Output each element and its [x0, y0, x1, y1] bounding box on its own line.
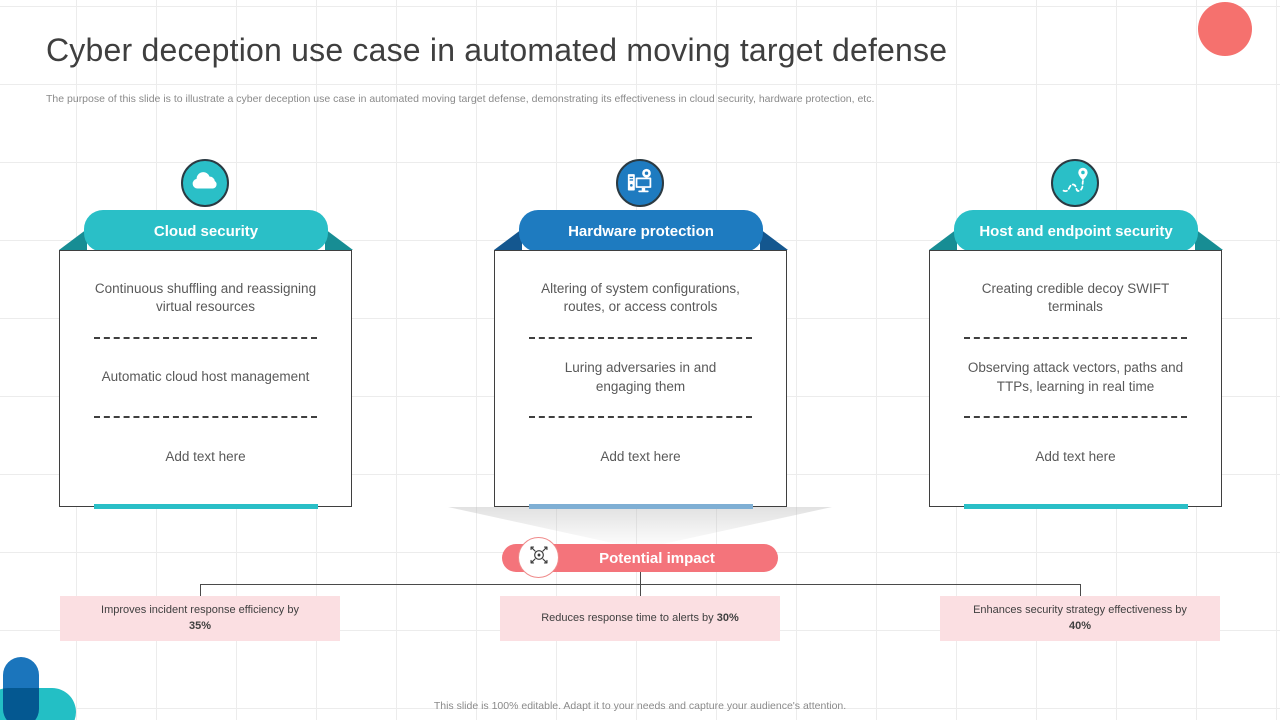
connector-line-left — [200, 584, 201, 596]
dashed-divider — [93, 416, 318, 419]
dashed-divider — [963, 336, 1188, 339]
connector-line-right — [1080, 584, 1081, 596]
decorative-coral-circle — [1198, 2, 1252, 56]
content-item: Observing attack vectors, paths and TTPs… — [967, 360, 1184, 394]
content-item: Continuous shuffling and reassigning vir… — [94, 280, 317, 314]
dashed-divider — [528, 336, 753, 339]
content-item: Automatic cloud host management — [101, 369, 310, 385]
accent-bar — [528, 504, 753, 509]
content-item-placeholder: Add text here — [165, 449, 246, 465]
accent-bar — [93, 504, 318, 509]
chevron-shadow — [448, 507, 832, 549]
target-icon — [526, 542, 552, 573]
target-icon-circle — [518, 537, 559, 578]
impact-value: 30% — [716, 611, 739, 624]
cloud-icon-circle — [181, 159, 229, 207]
ribbon-fold-right — [1195, 229, 1223, 250]
impact-statement: Enhances security strategy effectiveness… — [943, 603, 1217, 635]
footer-note: This slide is 100% editable. Adapt it to… — [433, 700, 847, 712]
hardware-icon — [626, 168, 654, 199]
content-item-placeholder: Add text here — [1035, 449, 1116, 465]
hardware-protection-box: Altering of system configurations, route… — [494, 250, 787, 509]
impact-statement: Improves incident response efficiency by… — [71, 603, 329, 635]
accent-bar — [963, 504, 1188, 509]
dashed-divider — [963, 416, 1188, 419]
column-header-cloud-security: Cloud security — [84, 210, 328, 252]
connector-line-middle — [640, 571, 641, 596]
impact-box-1: Improves incident response efficiency by… — [60, 596, 340, 641]
ribbon-fold-left — [59, 229, 87, 250]
impact-text: Reduces response time to alerts by — [541, 611, 714, 624]
dashed-divider — [93, 336, 318, 339]
cloud-security-box: Continuous shuffling and reassigning vir… — [59, 250, 352, 509]
ribbon-fold-right — [325, 229, 353, 250]
content-item-placeholder: Add text here — [600, 449, 681, 465]
content-item: Creating credible decoy SWIFT terminals — [981, 280, 1170, 314]
decorative-blue-capsule — [3, 657, 39, 720]
impact-box-3: Enhances security strategy effectiveness… — [940, 596, 1220, 641]
ribbon-fold-left — [929, 229, 957, 250]
route-pin-icon — [1060, 166, 1090, 201]
dashed-divider — [528, 416, 753, 419]
cloud-icon — [190, 170, 220, 197]
column-header-hardware-protection: Hardware protection — [519, 210, 763, 252]
impact-box-2: Reduces response time to alerts by 30% — [500, 596, 780, 641]
page-title: Cyber deception use case in automated mo… — [46, 32, 948, 68]
page-subtitle: The purpose of this slide is to illustra… — [46, 93, 875, 105]
impact-statement: Reduces response time to alerts by 30% — [511, 611, 769, 627]
content-item: Altering of system configurations, route… — [541, 280, 740, 314]
column-header-label: Cloud security — [153, 222, 259, 240]
impact-text: Enhances security strategy effectiveness… — [973, 603, 1187, 616]
impact-value: 35% — [188, 619, 212, 632]
host-endpoint-security-box: Creating credible decoy SWIFT terminals … — [929, 250, 1222, 509]
column-header-label: Hardware protection — [568, 222, 714, 240]
impact-text: Improves incident response efficiency by — [101, 603, 299, 616]
ribbon-fold-left — [494, 229, 522, 250]
content-item: Luring adversaries in and engaging them — [564, 360, 717, 394]
column-header-label: Host and endpoint security — [979, 222, 1173, 240]
hardware-icon-circle — [616, 159, 664, 207]
impact-value: 40% — [1068, 619, 1091, 632]
potential-impact-label: Potential impact — [599, 549, 715, 567]
route-pin-icon-circle — [1051, 159, 1099, 207]
ribbon-fold-right — [760, 229, 788, 250]
column-header-host-endpoint-security: Host and endpoint security — [954, 210, 1198, 252]
